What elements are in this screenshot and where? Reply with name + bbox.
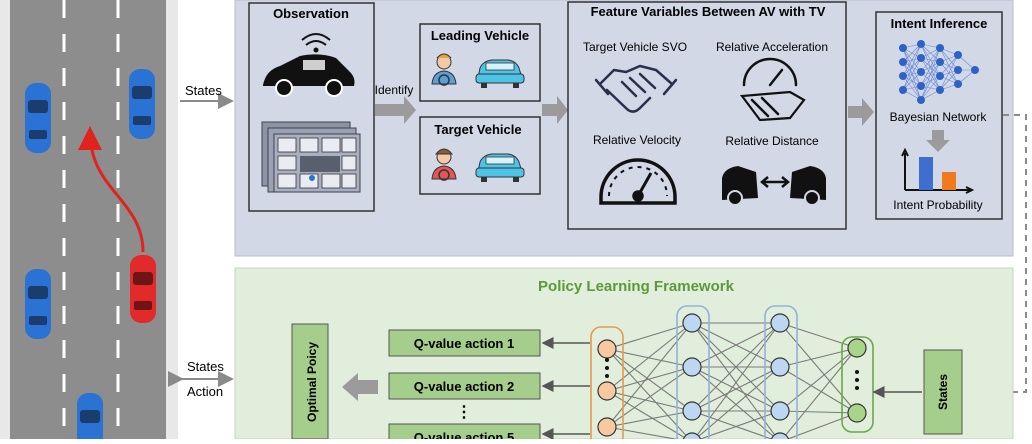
leading-vehicle-title: Leading Vehicle: [431, 28, 529, 43]
features-arrow: [542, 96, 568, 124]
optimal-policy-label: Optimal Poicy: [305, 342, 319, 422]
neural-network-icon: [899, 40, 979, 104]
distance-cars-icon: [722, 166, 826, 206]
q-value-label-1: Q-value action 1: [414, 336, 514, 351]
policy-title: Policy Learning Framework: [538, 278, 735, 295]
states-action-arrow: States Action: [168, 359, 234, 399]
intent-arrow: [848, 98, 874, 126]
states-input-label: States: [936, 374, 950, 410]
speedometer-icon: [599, 158, 677, 205]
autonomous-car-icon: [263, 33, 355, 97]
feature-velocity: Relative Velocity: [593, 133, 681, 147]
blue-car-1: [25, 83, 51, 153]
blue-car-4: [77, 393, 103, 444]
action-label: Action: [187, 384, 223, 399]
optimal-policy-box: Optimal Poicy: [291, 323, 329, 440]
policy-network: [590, 305, 874, 444]
target-vehicle-box: Target Vehicle: [419, 116, 541, 195]
network-node-2-1: [770, 357, 790, 377]
network-node-3-0: [847, 338, 867, 358]
blue-car-2: [129, 69, 155, 139]
states-input-box: States: [923, 349, 963, 435]
intent-to-states-connector: [966, 114, 1027, 400]
observation-box: Observation: [248, 2, 375, 212]
target-vehicle-title: Target Vehicle: [434, 122, 521, 137]
accelerometer-icon: [739, 57, 806, 122]
driver-icon: [431, 148, 457, 181]
network-node-1-1: [682, 357, 702, 377]
feature-svo: Target Vehicle SVO: [583, 40, 687, 54]
q-value-box-2: Q-value action 2: [388, 372, 541, 400]
network-node-0-2: [597, 417, 617, 437]
network-node-3-1: [847, 403, 867, 423]
features-title: Feature Variables Between AV with TV: [591, 4, 826, 19]
car-icon: [475, 59, 525, 88]
identify-arrow: Identify: [375, 83, 416, 124]
q-value-label-2: Q-value action 2: [414, 379, 514, 394]
q-value-box-1: Q-value action 1: [388, 329, 541, 357]
network-node-1-0: [682, 313, 702, 333]
camera-grid-icon: [261, 121, 361, 193]
bar-chart-icon: [901, 147, 975, 194]
handshake-icon: [594, 64, 678, 113]
network-node-0-0: [597, 339, 617, 359]
q-value-ellipsis: ⋮: [456, 404, 472, 421]
driver-icon: [431, 53, 457, 86]
red-car: [130, 255, 156, 323]
down-arrow: [926, 130, 950, 152]
features-box: Feature Variables Between AV with TV Tar…: [567, 1, 847, 230]
identify-label: Identify: [375, 83, 414, 97]
intent-title: Intent Inference: [891, 16, 988, 31]
network-node-2-0: [770, 313, 790, 333]
feature-acceleration: Relative Acceleration: [716, 40, 828, 54]
probability-label: Intent Probability: [893, 198, 982, 212]
intent-box: Intent Inference Bayesian Network Intent…: [875, 11, 1003, 220]
states-label-bottom: States: [187, 359, 224, 374]
q-value-box-5: Q-value action 5: [388, 423, 541, 444]
network-node-0-1: [597, 381, 617, 401]
network-label: Bayesian Network: [890, 110, 988, 124]
network-node-1-2: [682, 401, 702, 421]
road: [0, 0, 178, 439]
states-label-top: States: [185, 83, 222, 98]
network-node-2-2: [770, 401, 790, 421]
lane-change-arrow: [78, 126, 145, 253]
states-arrow-top: States: [180, 83, 234, 109]
observation-title: Observation: [273, 6, 349, 21]
feature-distance: Relative Distance: [725, 134, 819, 148]
policy-arrow: [342, 373, 378, 401]
q-value-label-5: Q-value action 5: [414, 430, 514, 439]
policy-panel: [234, 267, 1014, 440]
blue-car-3: [25, 269, 51, 339]
leading-vehicle-box: Leading Vehicle: [419, 23, 541, 102]
car-icon: [475, 153, 525, 182]
